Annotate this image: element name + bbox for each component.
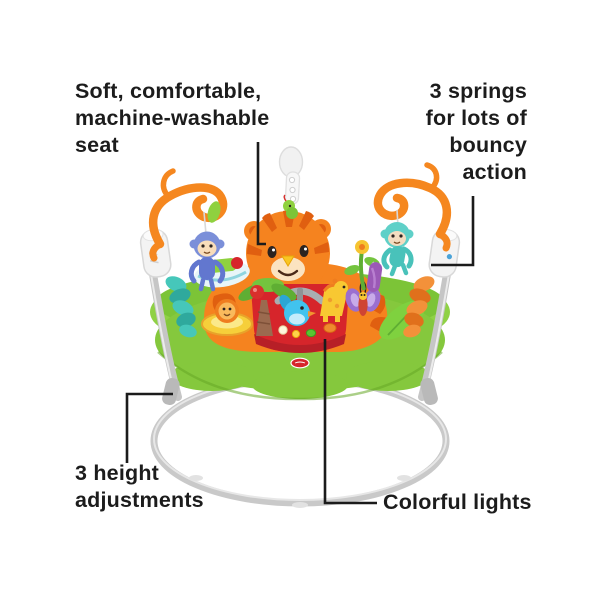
callout-line-lights (323, 339, 377, 505)
callout-label-seat: Soft, comfortable, machine-washable seat (75, 78, 269, 159)
callout-label-springs-line4: action (462, 160, 527, 184)
callout-label-springs: 3 springs for lots of bouncy action (426, 78, 527, 186)
palm-tree-toy (238, 278, 297, 336)
callout-label-height-line1: 3 height (75, 461, 160, 485)
monkey-toy-teal-right (380, 222, 414, 277)
spring-cover-orange-right (403, 276, 435, 338)
toy-string-left (203, 211, 207, 235)
callout-label-springs-line3: bouncy (449, 133, 527, 157)
callout-label-seat-line1: Soft, comfortable, (75, 79, 262, 103)
butterfly-toy (345, 280, 381, 316)
callout-label-springs-line1: 3 springs (429, 79, 527, 103)
spring-cover-teal-left (165, 276, 197, 338)
callout-label-seat-line2: machine-washable (75, 106, 270, 130)
callout-label-springs-line2: for lots of (425, 106, 527, 130)
callout-label-height-line2: adjustments (75, 488, 204, 512)
callout-label-lights-line1: Colorful lights (383, 490, 532, 514)
callout-lines (125, 142, 475, 505)
callout-label-lights: Colorful lights (383, 489, 532, 516)
callout-label-height: 3 height adjustments (75, 460, 204, 514)
toy-spiral-arm-left (148, 168, 228, 262)
monkey-toy-blue-left (188, 231, 226, 292)
tiger-head (244, 210, 331, 295)
console-lights (278, 323, 337, 339)
callout-line-height (125, 392, 173, 463)
toy-spiral-arm-right (373, 162, 452, 252)
blue-bird-toy (279, 294, 316, 326)
lion-dish-toy (201, 299, 253, 336)
caterpillar-toy (283, 194, 298, 219)
callout-line-seat (256, 142, 266, 246)
giraffe-toy (320, 278, 348, 322)
callout-label-seat-line3: seat (75, 133, 119, 157)
apple-toy (250, 285, 264, 299)
flower-stem-toy (344, 240, 383, 292)
frame-leg-left (149, 270, 182, 406)
callout-line-springs (431, 196, 475, 267)
teether-strap-top (278, 146, 304, 219)
fisher-price-logo (290, 357, 310, 369)
frame-leg-right (418, 270, 451, 406)
leaf-left-arm (207, 201, 221, 223)
